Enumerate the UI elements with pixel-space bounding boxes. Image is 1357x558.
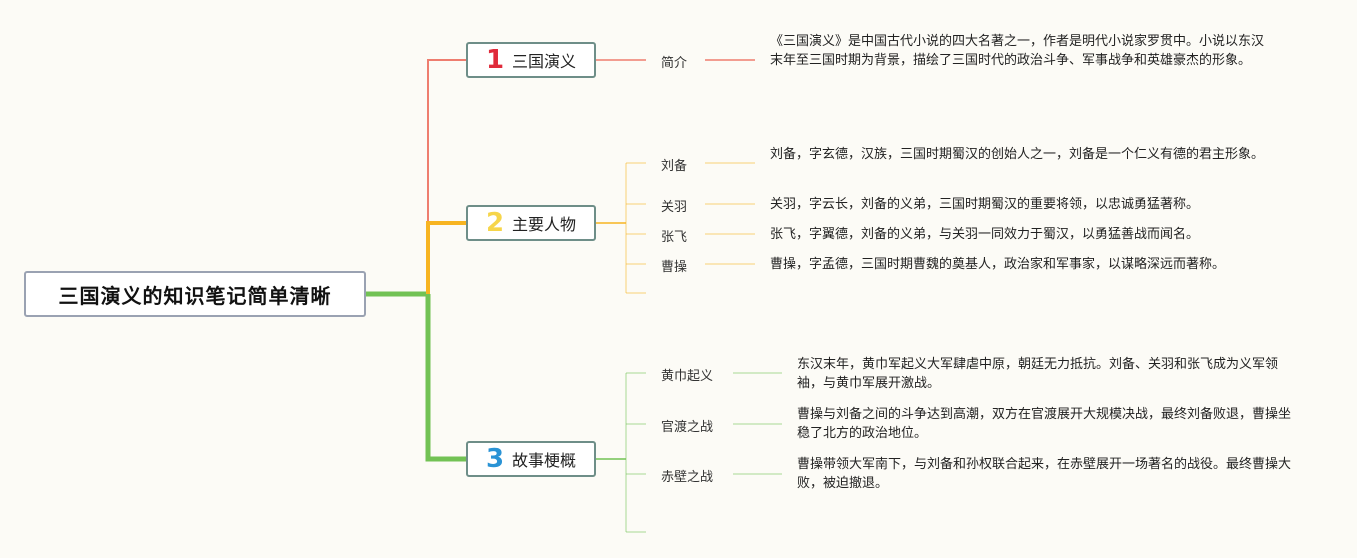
branch-label: 故事梗概 (512, 451, 577, 470)
number-1-icon: 1 (485, 45, 505, 75)
topic-cao-cao[interactable]: 曹操 (661, 260, 688, 275)
topic-yellow-turban[interactable]: 黄巾起义 (661, 369, 714, 384)
topic-intro[interactable]: 简介 (661, 56, 688, 71)
topic-yellow-turban-desc[interactable]: 东汉末年，黄巾军起义大军肆虐中原，朝廷无力抵抗。刘备、关羽和张飞成为义军领袖，与… (797, 357, 1279, 391)
topic-guandu-desc[interactable]: 曹操与刘备之间的斗争达到高潮，双方在官渡展开大规模决战，最终刘备败退，曹操坐稳了… (797, 407, 1292, 441)
number-2-icon: 2 (485, 208, 505, 238)
topic-red-cliffs[interactable]: 赤壁之战 (661, 470, 714, 485)
topic-zhang-fei-desc[interactable]: 张飞，字翼德，刘备的义弟，与关羽一同效力于蜀汉，以勇猛善战而闻名。 (770, 227, 1200, 242)
topic-zhang-fei[interactable]: 张飞 (661, 230, 688, 245)
topic-liu-bei[interactable]: 刘备 (661, 159, 688, 174)
number-3-icon: 3 (485, 444, 505, 474)
topic-liu-bei-desc[interactable]: 刘备，字玄德，汉族，三国时期蜀汉的创始人之一，刘备是一个仁义有德的君主形象。 (770, 147, 1265, 162)
topic-guan-yu-desc[interactable]: 关羽，字云长，刘备的义弟，三国时期蜀汉的重要将领，以忠诚勇猛著称。 (770, 197, 1200, 212)
topic-intro-desc[interactable]: 《三国演义》是中国古代小说的四大名著之一，作者是明代小说家罗贯中。小说以东汉末年… (770, 34, 1265, 68)
topic-red-cliffs-desc[interactable]: 曹操带领大军南下，与刘备和孙权联合起来，在赤壁展开一场著名的战役。最终曹操大败，… (797, 457, 1292, 491)
root-topic[interactable]: 三国演义的知识笔记简单清晰 (24, 271, 366, 317)
branch-label: 三国演义 (512, 52, 577, 71)
branch-story-outline[interactable]: 3 故事梗概 (466, 441, 596, 477)
branch-sanguo-yanyi[interactable]: 1 三国演义 (466, 42, 596, 78)
topic-guandu[interactable]: 官渡之战 (661, 420, 714, 435)
topic-guan-yu[interactable]: 关羽 (661, 200, 688, 215)
branch-main-characters[interactable]: 2 主要人物 (466, 205, 596, 241)
branch-label: 主要人物 (512, 215, 577, 234)
topic-cao-cao-desc[interactable]: 曹操，字孟德，三国时期曹魏的奠基人，政治家和军事家，以谋略深远而著称。 (770, 257, 1226, 272)
